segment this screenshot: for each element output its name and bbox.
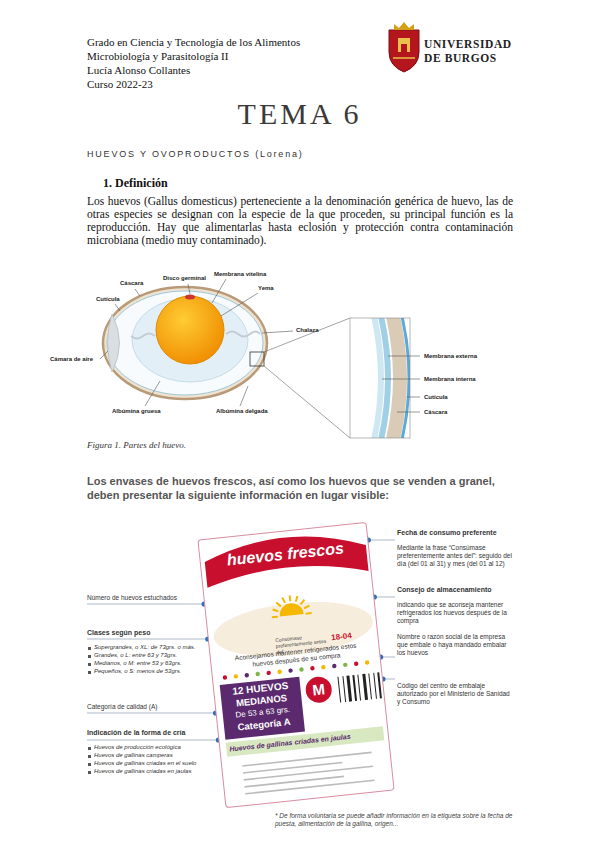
leader-line	[87, 740, 218, 741]
subsection-heading: 1. Definición	[103, 176, 168, 190]
figure-heading: Los envases de huevos frescos, así como …	[87, 474, 527, 502]
size-panel	[220, 677, 305, 740]
part-label: Membrana externa	[424, 353, 477, 360]
header-line: Microbiología y Parasitología II	[87, 50, 228, 63]
leader-line	[87, 713, 216, 714]
bullet-item: Huevos de gallinas criadas en jaulas	[88, 768, 191, 776]
part-label: Cámara de aire	[50, 356, 93, 363]
part-label: Yema	[258, 285, 274, 292]
egg-carton-label: huevos frescosConsúmase preferentemente …	[197, 522, 394, 808]
bullet-item: Huevos de producción ecológica	[88, 744, 181, 752]
part-label: Cáscara	[424, 409, 447, 416]
sun-icon	[270, 593, 312, 617]
footnote: * De forma voluntaria se puede añadir in…	[275, 812, 515, 828]
part-label: Cáscara	[120, 280, 143, 287]
carton-text: M	[305, 678, 333, 700]
callout-text: Categoría de calidad (A)	[87, 703, 157, 711]
leader-line	[87, 604, 204, 605]
part-label: Membrana interna	[424, 376, 476, 383]
bullet-item: Huevos de gallinas camperas	[88, 752, 173, 760]
header-line: Grado en Ciencia y Tecnología de los Ali…	[87, 36, 300, 49]
part-label: Cutícula	[424, 394, 448, 401]
egg-leader-lines	[100, 279, 420, 412]
egg-illustration	[103, 287, 410, 448]
leader-line	[87, 639, 208, 640]
bullet-item: Medianos, o M: entre 53 y 63grs.	[88, 660, 182, 668]
part-label: Disco germinal	[163, 275, 206, 282]
leader-line	[368, 540, 395, 541]
part-label: Cutícula	[96, 296, 120, 303]
callout-title: Consejo de almacenamiento	[397, 586, 492, 595]
callout-text: Número de huevos estuchados	[87, 594, 177, 602]
bullet-item: Pequeños, o S: menos de 53grs.	[88, 668, 181, 676]
callout-text: Nombre o razón social de la empresa que …	[397, 633, 513, 657]
bullet-item: Huevos de gallinas criadas en el suelo	[88, 760, 196, 768]
callout-text: Mediante la frase “Consúmase preferentem…	[397, 544, 513, 568]
barcode	[337, 672, 381, 702]
callout-title: Fecha de consumo preferente	[397, 529, 497, 538]
page-title: TEMA 6	[0, 97, 599, 131]
part-label: Albúmina delgada	[216, 408, 268, 415]
header-line: Curso 2022-23	[87, 78, 153, 91]
body-paragraph: Los huevos (Gallus domesticus) perteneci…	[87, 195, 513, 247]
part-label: Albúmina gruesa	[112, 408, 161, 415]
callout-title: Indicación de la forma de cría	[87, 729, 185, 738]
fine-print	[242, 752, 374, 795]
part-label: Chalaza	[296, 327, 319, 334]
brand-circle	[304, 675, 333, 704]
bullet-item: Grandes, o L: entre 63 y 73grs.	[88, 652, 177, 660]
section-heading: HUEVOS Y OVOPRODUCTOS (Lorena)	[87, 149, 304, 160]
leader-line	[374, 597, 395, 598]
part-label: Membrana vitelina	[214, 271, 266, 278]
callout-text: Código del centro de embalaje autorizado…	[397, 682, 513, 706]
callout-title: Clases según peso	[87, 629, 150, 638]
university-name: UNIVERSIDAD DE BURGOS	[424, 37, 529, 65]
header-line: Lucía Alonso Collantes	[87, 64, 190, 77]
figure-caption: Figura 1. Partes del huevo.	[87, 440, 186, 451]
university-shield	[389, 22, 419, 72]
bullet-item: Supergrandes, o XL: de 73grs. o más.	[88, 644, 195, 652]
callout-text: indicando que se aconseja mantener refri…	[397, 601, 513, 625]
